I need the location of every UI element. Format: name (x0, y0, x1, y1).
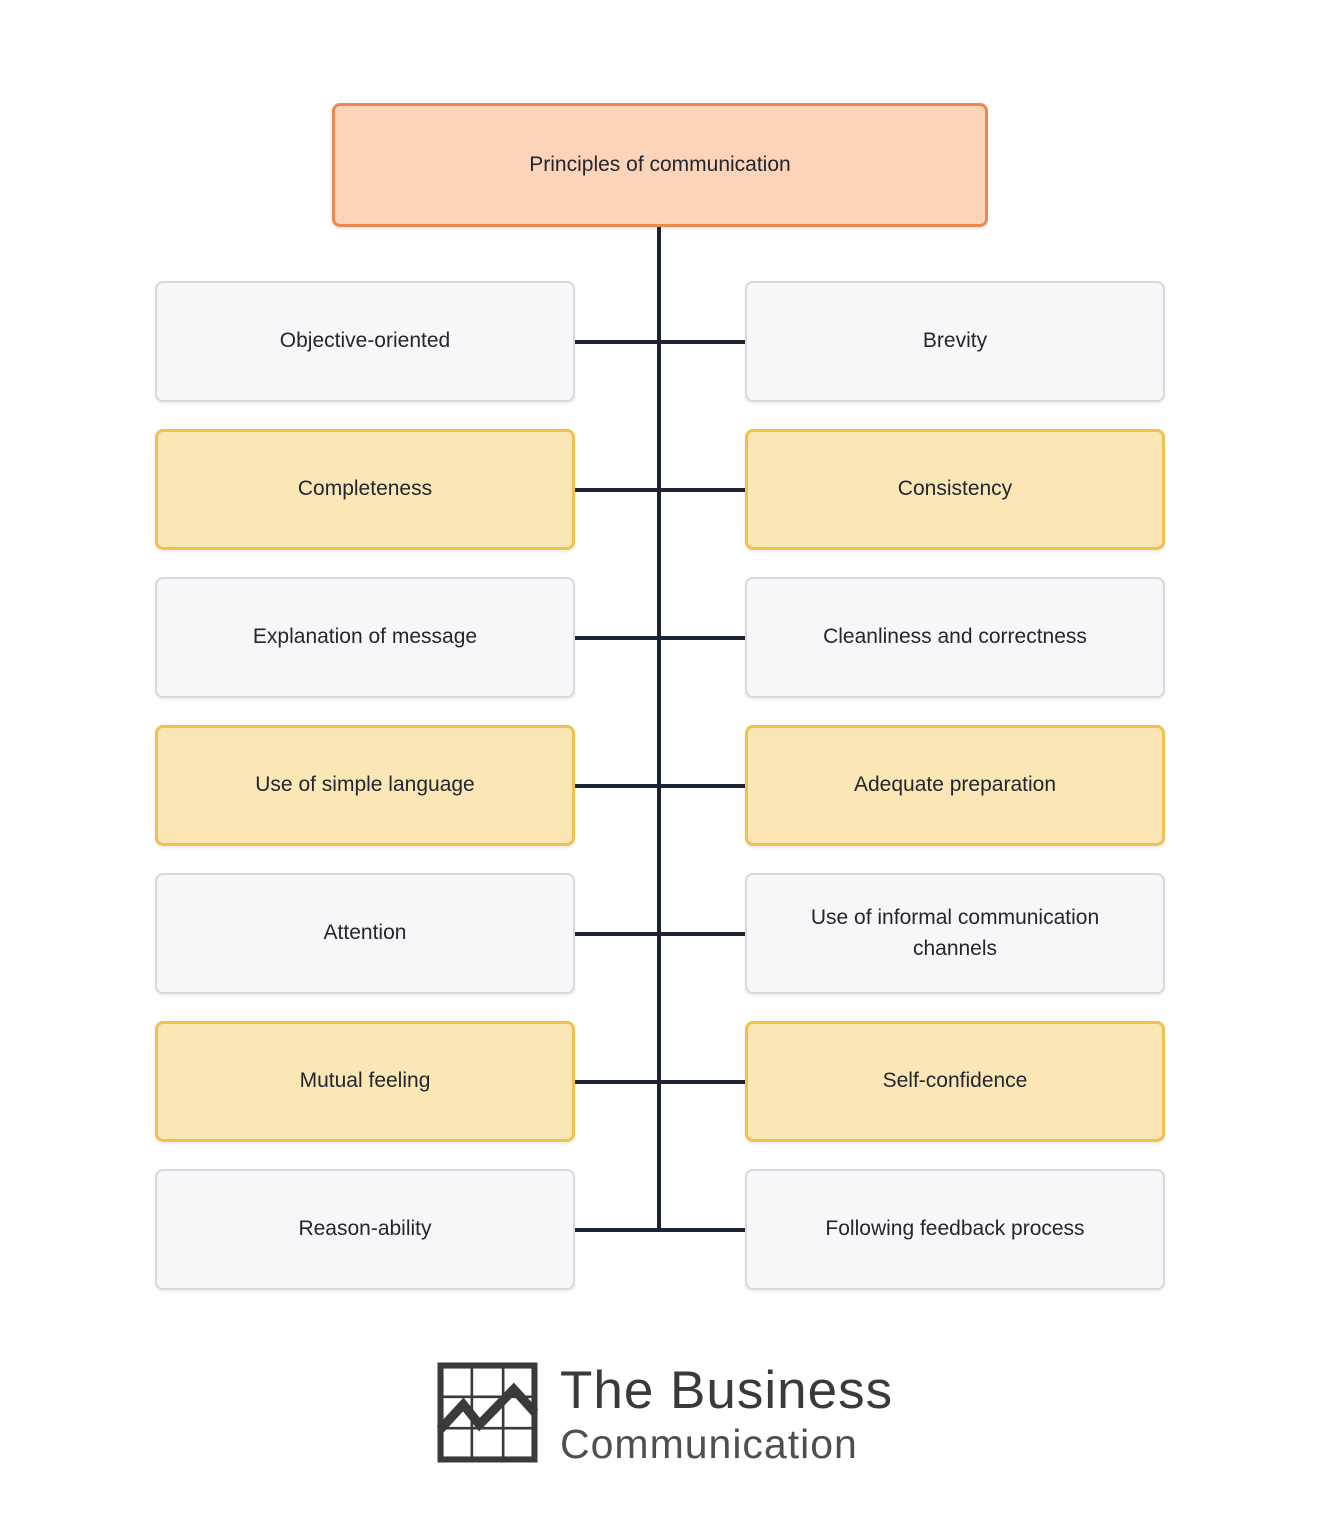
row-1: Objective-oriented Brevity (155, 281, 1165, 402)
node-explanation-of-message: Explanation of message (155, 577, 575, 698)
brand-subtitle: Communication (560, 1421, 858, 1468)
horizontal-connector-line (575, 339, 745, 344)
brand-logo: The Business Communication (436, 1361, 894, 1468)
node-cleanliness-and-correctness: Cleanliness and correctness (745, 577, 1165, 698)
row-2: Completeness Consistency (155, 429, 1165, 550)
row-3: Explanation of message Cleanliness and c… (155, 577, 1165, 698)
node-attention: Attention (155, 873, 575, 994)
node-brevity: Brevity (745, 281, 1165, 402)
vertical-connector-line (657, 227, 661, 1232)
node-reason-ability: Reason-ability (155, 1169, 575, 1290)
node-consistency: Consistency (745, 429, 1165, 550)
node-objective-oriented: Objective-oriented (155, 281, 575, 402)
row-4: Use of simple language Adequate preparat… (155, 725, 1165, 846)
horizontal-connector-line (575, 1079, 745, 1084)
node-completeness: Completeness (155, 429, 575, 550)
node-mutual-feeling: Mutual feeling (155, 1021, 575, 1142)
line-chart-grid-icon (436, 1362, 539, 1468)
brand-title: The Business (560, 1361, 894, 1420)
brand-logo-text: The Business Communication (560, 1361, 894, 1468)
node-adequate-preparation: Adequate preparation (745, 725, 1165, 846)
horizontal-connector-line (575, 931, 745, 936)
principle-rows: Objective-oriented Brevity Completeness … (155, 281, 1165, 1290)
root-node-principles-of-communication: Principles of communication (332, 103, 988, 227)
horizontal-connector-line (575, 783, 745, 788)
node-following-feedback-process: Following feedback process (745, 1169, 1165, 1290)
horizontal-connector-line (575, 1227, 745, 1232)
node-use-of-informal-communication-channels: Use of informal communication channels (745, 873, 1165, 994)
row-5: Attention Use of informal communication … (155, 873, 1165, 994)
node-use-of-simple-language: Use of simple language (155, 725, 575, 846)
horizontal-connector-line (575, 635, 745, 640)
node-self-confidence: Self-confidence (745, 1021, 1165, 1142)
horizontal-connector-line (575, 487, 745, 492)
row-6: Mutual feeling Self-confidence (155, 1021, 1165, 1142)
row-7: Reason-ability Following feedback proces… (155, 1169, 1165, 1290)
